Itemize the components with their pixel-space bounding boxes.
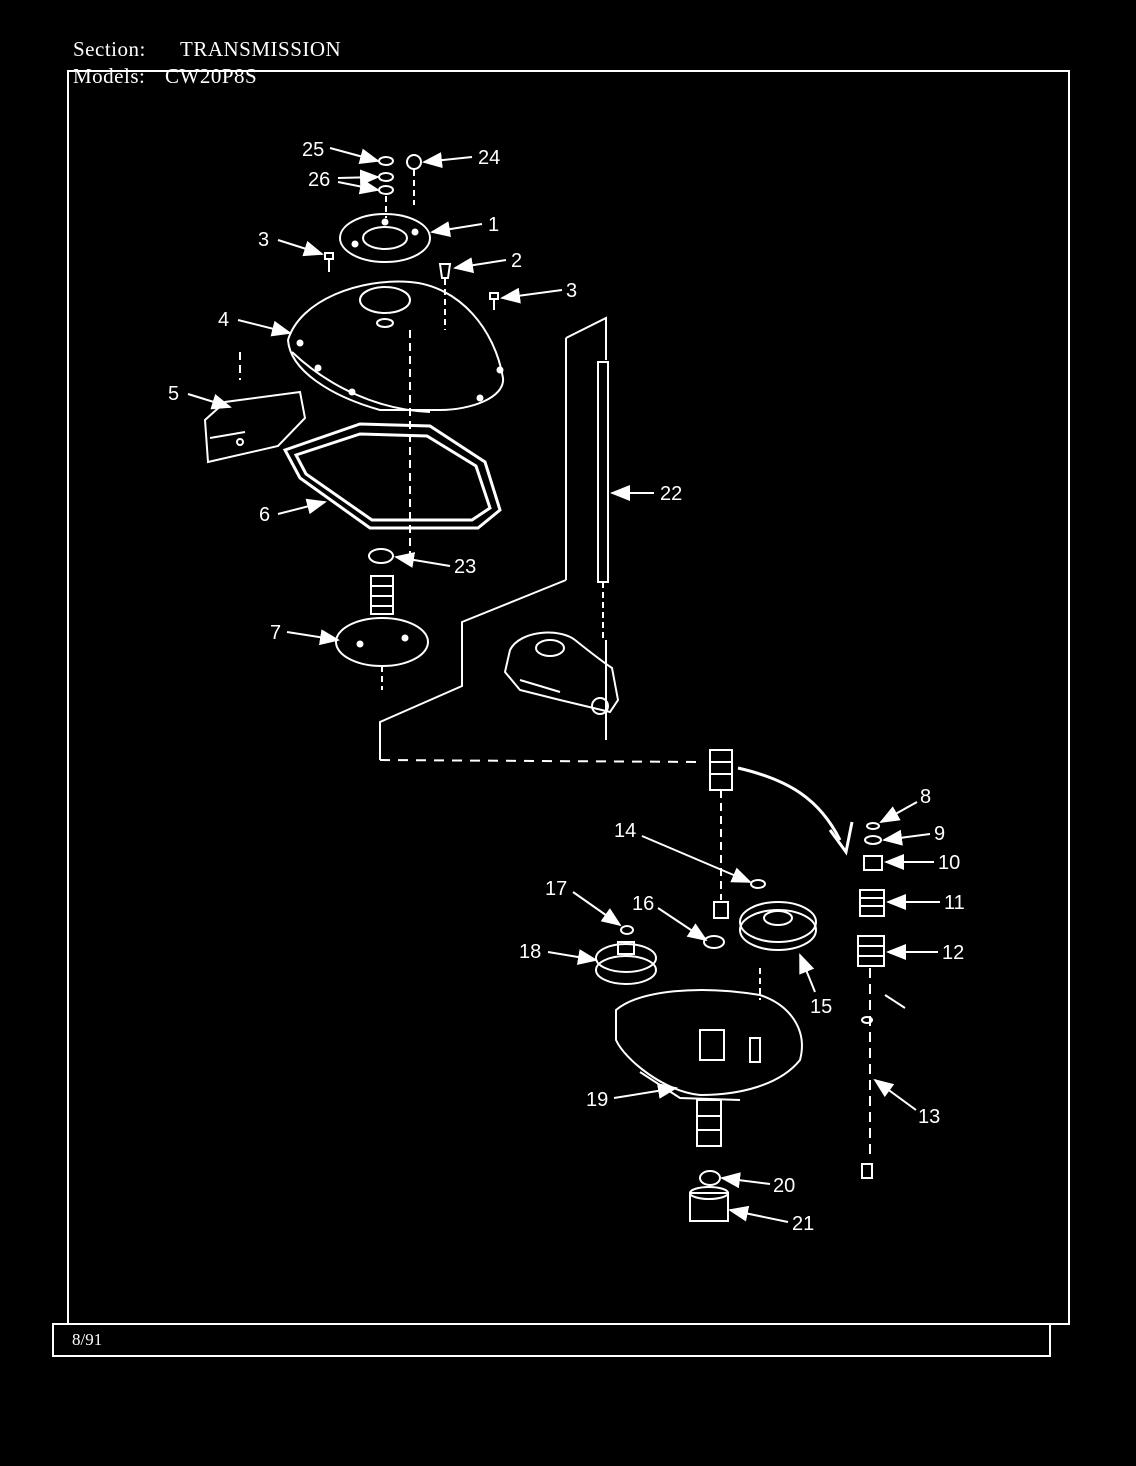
part-label-13: 13 (918, 1106, 940, 1128)
part-label-10: 10 (938, 852, 960, 874)
leader-23 (394, 552, 451, 568)
leader-3-left (277, 239, 324, 257)
gear-11 (859, 889, 885, 917)
mounting-plate-1 (339, 213, 431, 263)
transmission-cover-4 (239, 280, 505, 560)
leader-26b (337, 178, 380, 195)
washer-9 (864, 835, 882, 845)
leader-20 (720, 1172, 771, 1189)
leader-5 (187, 393, 232, 410)
part-label-17: 17 (545, 878, 567, 900)
part-label-1: 1 (488, 214, 499, 236)
bushing-10 (863, 855, 883, 871)
bolt-3-left (324, 252, 334, 272)
leader-6 (277, 498, 327, 515)
leader-15 (799, 953, 816, 993)
leader-25 (329, 147, 380, 165)
part-label-22: 22 (660, 483, 682, 505)
leader-26a (337, 169, 380, 186)
shield-5 (203, 390, 307, 464)
leader-17 (572, 891, 622, 927)
leader-13 (873, 1078, 917, 1111)
part-label-16: 16 (632, 893, 654, 915)
part-label-25: 25 (302, 139, 324, 161)
shaft-flange-7 (335, 575, 429, 690)
shaft-cap-24 (406, 154, 422, 205)
drive-shaft-assembly (709, 749, 733, 919)
washer-8 (866, 822, 880, 830)
section-value: TRANSMISSION (180, 37, 342, 61)
part-label-3-right: 3 (566, 280, 577, 302)
leader-16 (657, 907, 708, 942)
assembly-outline (379, 316, 701, 763)
part-label-14: 14 (614, 820, 636, 842)
part-label-6: 6 (259, 504, 270, 526)
part-label-15: 15 (810, 996, 832, 1018)
pinion-gear-18 (595, 941, 657, 985)
part-label-24: 24 (478, 147, 500, 169)
part-label-7: 7 (270, 622, 281, 644)
leader-21 (728, 1205, 789, 1223)
leader-4 (237, 319, 292, 337)
section-label: Section: (73, 37, 146, 61)
part-label-21: 21 (792, 1213, 814, 1235)
leader-1 (430, 221, 483, 238)
gasket-6 (282, 422, 502, 530)
part-label-4: 4 (218, 309, 229, 331)
leader-7 (286, 629, 340, 646)
revision-date: 8/91 (72, 1330, 103, 1349)
leader-2 (453, 257, 507, 274)
part-label-2: 2 (511, 250, 522, 272)
models-label: Models: (73, 64, 146, 88)
gear-case-19 (615, 968, 803, 1147)
coupling-21 (689, 1186, 729, 1222)
agitator-crank-assembly (503, 631, 620, 715)
cap-20 (699, 1170, 721, 1186)
o-ring-23 (368, 548, 394, 564)
part-label-5: 5 (168, 383, 179, 405)
part-label-9: 9 (934, 823, 945, 845)
leader-3-right (500, 287, 563, 304)
gear-15 (739, 901, 817, 951)
direction-arrow (737, 766, 854, 856)
part-label-8: 8 (920, 786, 931, 808)
plug-2 (438, 263, 452, 330)
leader-8 (879, 801, 918, 823)
leader-14 (641, 835, 752, 883)
footer-bar: 8/91 (52, 1323, 1051, 1357)
part-label-19: 19 (586, 1089, 608, 1111)
leader-19 (613, 1082, 678, 1099)
washer-17 (620, 925, 634, 935)
washer-14 (750, 879, 766, 889)
leader-9 (882, 829, 931, 846)
shaft-22 (597, 361, 609, 640)
leader-24 (422, 152, 473, 169)
seal-stack-26-25 (378, 156, 394, 218)
part-label-3-left: 3 (258, 229, 269, 251)
leader-18 (547, 949, 598, 965)
shaft-13 (861, 968, 906, 1179)
part-label-18: 18 (519, 941, 541, 963)
models-value: CW20P8S (165, 64, 258, 88)
part-label-26: 26 (308, 169, 330, 191)
part-label-12: 12 (942, 942, 964, 964)
gear-12 (857, 935, 885, 967)
bolt-3-right (489, 292, 499, 310)
part-label-11: 11 (944, 892, 965, 914)
part-label-23: 23 (454, 556, 476, 578)
washer-16 (703, 935, 725, 949)
part-label-20: 20 (773, 1175, 795, 1197)
